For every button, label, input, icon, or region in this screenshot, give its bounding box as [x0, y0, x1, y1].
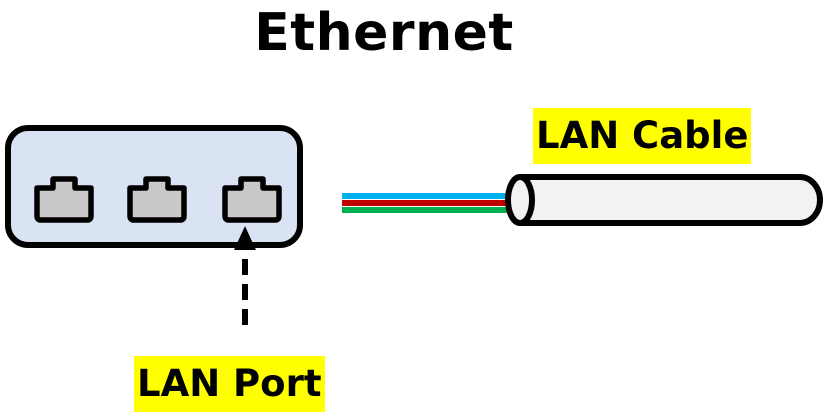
lan-port-3-icon	[222, 176, 282, 223]
cable-end	[505, 174, 535, 226]
lan-cable-label: LAN Cable	[533, 108, 752, 164]
lan-port-2-icon	[127, 176, 187, 223]
lan-port-1-icon	[34, 176, 94, 223]
diagram-title: Ethernet	[254, 3, 514, 63]
lan-port-label: LAN Port	[134, 356, 325, 412]
arrow-head-icon	[234, 226, 256, 250]
cable-body	[517, 174, 823, 226]
